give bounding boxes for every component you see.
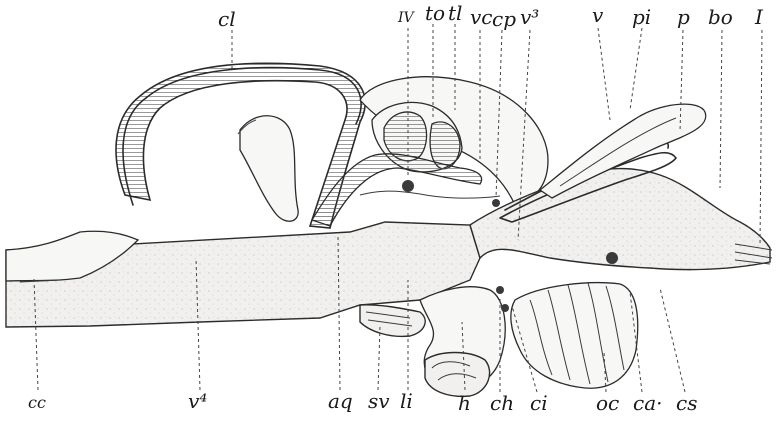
label-li: li xyxy=(400,389,413,413)
label-tl: tl xyxy=(448,1,462,25)
label-aq: aq xyxy=(328,389,353,413)
label-h: h xyxy=(458,391,471,415)
label-vc: vc xyxy=(470,5,493,29)
label-cc: cc xyxy=(28,393,46,412)
label-to: to xyxy=(425,1,445,25)
label-v4: v⁴ xyxy=(188,389,207,413)
optic-lobe-striated xyxy=(511,283,638,389)
label-cl: cl xyxy=(218,7,236,31)
label-p: p xyxy=(677,5,690,29)
label-IV: IV xyxy=(397,10,416,26)
label-I: I xyxy=(754,5,764,29)
label-ci: ci xyxy=(530,391,548,415)
label-pi: pi xyxy=(632,5,651,29)
label-v: v xyxy=(592,3,604,27)
label-cs: cs xyxy=(676,391,697,415)
label-bo: bo xyxy=(708,5,733,29)
label-oc: oc xyxy=(596,391,619,415)
label-sv: sv xyxy=(368,389,390,413)
label-cp: cp xyxy=(492,7,516,31)
label-v3: v³ xyxy=(520,5,539,29)
label-ca: ca· xyxy=(633,391,662,415)
label-ch: ch xyxy=(490,391,514,415)
